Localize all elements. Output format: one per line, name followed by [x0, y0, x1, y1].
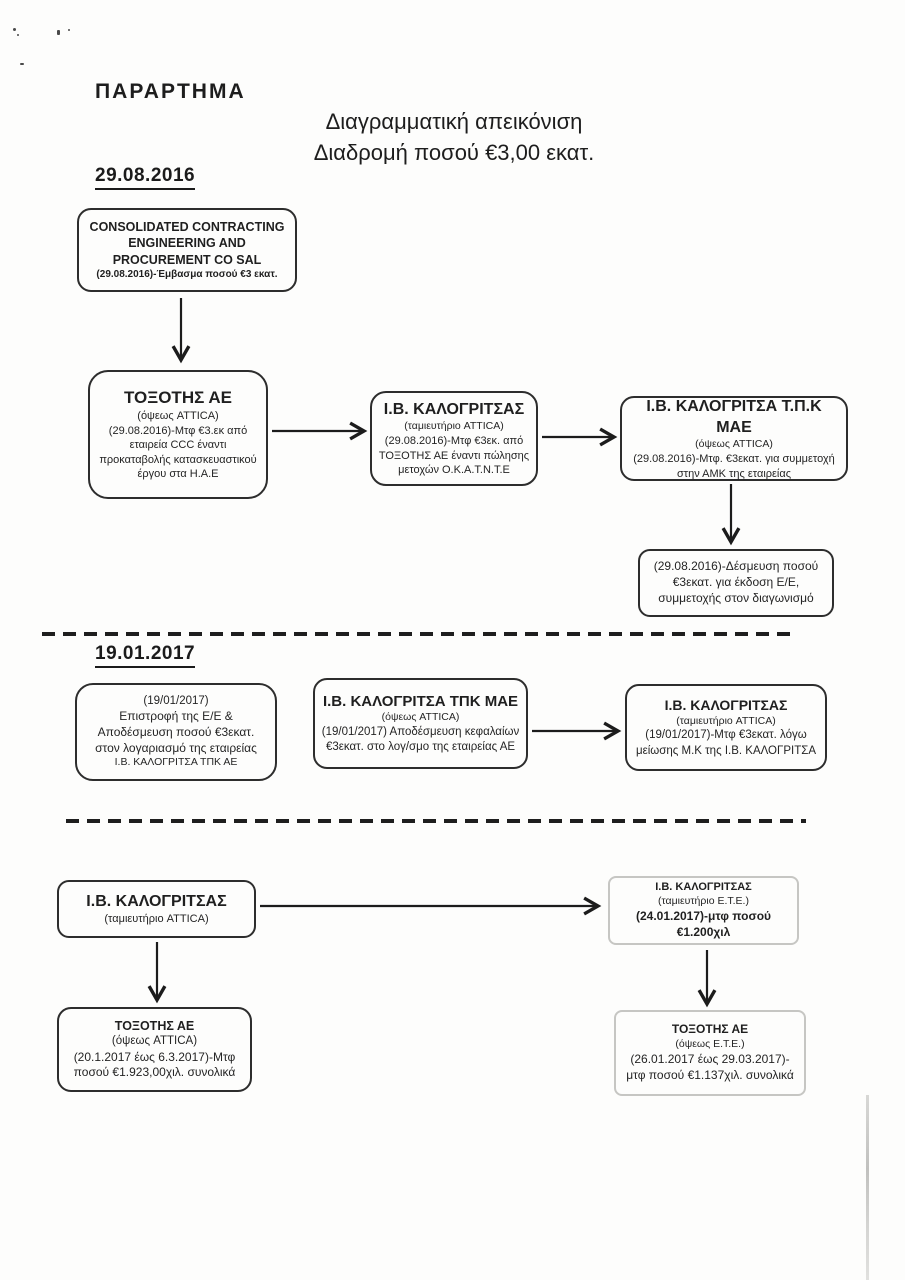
box-text-line: (19/01/2017) Αποδέσμευση κεφαλαίων [321, 726, 520, 739]
box-text-line: μτφ ποσού €1.137χιλ. συνολικά [626, 1067, 794, 1082]
diagram-subtitle: Διαγραμματική απεικόνιση Διαδρομή ποσού … [258, 106, 650, 168]
box-text-line: €3εκατ. στο λογ/σμο της εταιρείας ΑΕ [325, 741, 516, 754]
flow-box-toxotis-ete: ΤΟΞΟΤΗΣ ΑΕ (όψεως Ε.Τ.Ε.) (26.01.2017 έω… [614, 1010, 806, 1096]
box-text-line: (ταμιευτήριο ATTICA) [404, 420, 504, 433]
box-text-line: ποσού €1.923,00χιλ. συνολικά [73, 1065, 236, 1080]
box-text-line: (20.1.2017 έως 6.3.2017)-Μτφ [73, 1049, 236, 1064]
box-title: Ι.Β. ΚΑΛΟΓΡΙΤΣΑΣ [664, 697, 788, 714]
box-text-line: έργου στα Η.Α.Ε [137, 468, 219, 481]
page-title: ΠΑΡΑΡΤΗΜΑ [95, 80, 246, 103]
box-text-line: (24.01.2017)-μτφ ποσού €1.200χιλ [635, 908, 772, 939]
box-text-line: (όψεως ATTICA) [137, 410, 219, 423]
flow-box-epistrofi: (19/01/2017) Επιστροφή της Ε/Ε & Αποδέσμ… [75, 683, 277, 781]
subtitle-line-2: Διαδρομή ποσού €3,00 εκατ. [313, 140, 595, 166]
box-text-line: (όψεως ATTICA) [381, 711, 460, 724]
box-text-line: CONSOLIDATED CONTRACTING [89, 219, 285, 234]
flow-box-kalogritsa-tpk-mae: Ι.Β. ΚΑΛΟΓΡΙΤΣΑ Τ.Π.Κ ΜΑΕ (όψεως ATTICA)… [620, 396, 848, 481]
box-title: Ι.Β. ΚΑΛΟΓΡΙΤΣΑΣ [86, 893, 227, 911]
flow-box-kalogritsas-ete: Ι.Β. ΚΑΛΟΓΡΙΤΣΑΣ (ταμιευτήριο Ε.Τ.Ε.) (2… [608, 876, 799, 945]
box-text-line: ΤΟΞΟΤΗΣ ΑΕ έναντι πώλησης [378, 449, 530, 462]
flow-box-ccc: CONSOLIDATED CONTRACTING ENGINEERING AND… [77, 208, 297, 292]
box-text-line: στην ΑΜΚ της εταιρείας [676, 467, 792, 480]
section-date-29-08-2016: 29.08.2016 [95, 165, 196, 190]
box-text-line: (29.08.2016)-Έμβασμα ποσού €3 εκατ. [96, 269, 278, 281]
box-text-line: μετοχών Ο.Κ.Α.Τ.Ν.Τ.Ε [398, 464, 510, 477]
pencil-mark [17, 34, 19, 36]
box-text-line: (ταμιευτήριο Ε.Τ.Ε.) [658, 895, 749, 907]
box-text-line: (ταμιευτήριο ATTICA) [104, 913, 209, 926]
box-text-line: ENGINEERING AND [128, 236, 246, 251]
box-text-line: €3εκατ. για έκδοση Ε/Ε, [672, 575, 800, 590]
pencil-mark [20, 63, 24, 65]
pencil-mark [68, 29, 70, 31]
box-text-line: Επιστροφή της Ε/Ε & [119, 708, 233, 723]
flow-box-tpk-mae-apodesmeusi: Ι.Β. ΚΑΛΟΓΡΙΤΣΑ ΤΠΚ ΜΑΕ (όψεως ATTICA) (… [313, 678, 528, 769]
box-title: ΤΟΞΟΤΗΣ ΑΕ [671, 1022, 749, 1037]
box-text-line: (29.08.2016)-Δέσμευση ποσού [653, 559, 819, 574]
box-title: Ι.Β. ΚΑΛΟΓΡΙΤΣΑ Τ.Π.Κ ΜΑΕ [646, 397, 822, 437]
box-text-line: εταιρεία CCC έναντι [129, 439, 227, 452]
box-text-line: (όψεως Ε.Τ.Ε.) [675, 1038, 745, 1051]
box-title: ΤΟΞΟΤΗΣ ΑΕ [123, 387, 233, 407]
box-text-line: στον λογαριασμό της εταιρείας [95, 740, 257, 755]
pencil-mark [57, 30, 60, 35]
box-text-line: (19/01/2017)-Μτφ €3εκατ. λόγω [645, 729, 807, 742]
box-text-line: (26.01.2017 έως 29.03.2017)- [630, 1052, 790, 1067]
subtitle-line-1: Διαγραμματική απεικόνιση [325, 109, 583, 134]
box-title: Ι.Β. ΚΑΛΟΓΡΙΤΣΑ ΤΠΚ ΜΑΕ [322, 692, 519, 710]
pencil-mark [13, 28, 16, 31]
flow-box-kalogritsas-meiosi: Ι.Β. ΚΑΛΟΓΡΙΤΣΑΣ (ταμιευτήριο ATTICA) (1… [625, 684, 827, 771]
flow-box-kalogritsas: Ι.Β. ΚΑΛΟΓΡΙΤΣΑΣ (ταμιευτήριο ATTICA) (2… [370, 391, 538, 486]
flow-box-toxotis-ae: ΤΟΞΟΤΗΣ ΑΕ (όψεως ATTICA) (29.08.2016)-Μ… [88, 370, 268, 499]
box-text-line: Αποδέσμευση ποσού €3εκατ. [97, 724, 255, 739]
box-text-line: συμμετοχής στον διαγωνισμό [658, 590, 814, 605]
box-text-line: (19/01/2017) [143, 694, 209, 707]
box-text-line: (όψεως ATTICA) [695, 438, 773, 451]
box-text-line: μείωσης Μ.Κ της Ι.Β. ΚΑΛΟΓΡΙΤΣΑ [635, 744, 816, 757]
box-text-line: προκαταβολής κατασκευαστικού [99, 453, 257, 466]
box-text-line: Ι.Β. ΚΑΛΟΓΡΙΤΣΑ ΤΠΚ ΑΕ [114, 756, 238, 769]
section-date-19-01-2017: 19.01.2017 [95, 643, 196, 668]
box-title: Ι.Β. ΚΑΛΟΓΡΙΤΣΑΣ [383, 401, 525, 419]
box-title: Ι.Β. ΚΑΛΟΓΡΙΤΣΑΣ [655, 881, 752, 894]
box-text-line: (όψεως ATTICA) [111, 1035, 198, 1048]
flow-box-desmeusi: (29.08.2016)-Δέσμευση ποσού €3εκατ. για … [638, 549, 834, 617]
box-text-line: (29.08.2016)-Μτφ. €3εκατ. για συμμετοχή [633, 453, 835, 466]
box-title: ΤΟΞΟΤΗΣ ΑΕ [114, 1018, 195, 1033]
scan-streak [866, 1095, 869, 1280]
box-text-line: PROCUREMENT CO SAL [112, 252, 262, 267]
box-text-line: (29.08.2016)-Μτφ €3εκ. από [384, 435, 524, 448]
flow-box-kalogritsas-attica: Ι.Β. ΚΑΛΟΓΡΙΤΣΑΣ (ταμιευτήριο ATTICA) [57, 880, 256, 938]
box-text-line: (29.08.2016)-Μτφ €3.εκ από [108, 424, 248, 437]
flow-box-toxotis-attica: ΤΟΞΟΤΗΣ ΑΕ (όψεως ATTICA) (20.1.2017 έως… [57, 1007, 252, 1092]
box-text-line: (ταμιευτήριο ATTICA) [676, 714, 776, 727]
